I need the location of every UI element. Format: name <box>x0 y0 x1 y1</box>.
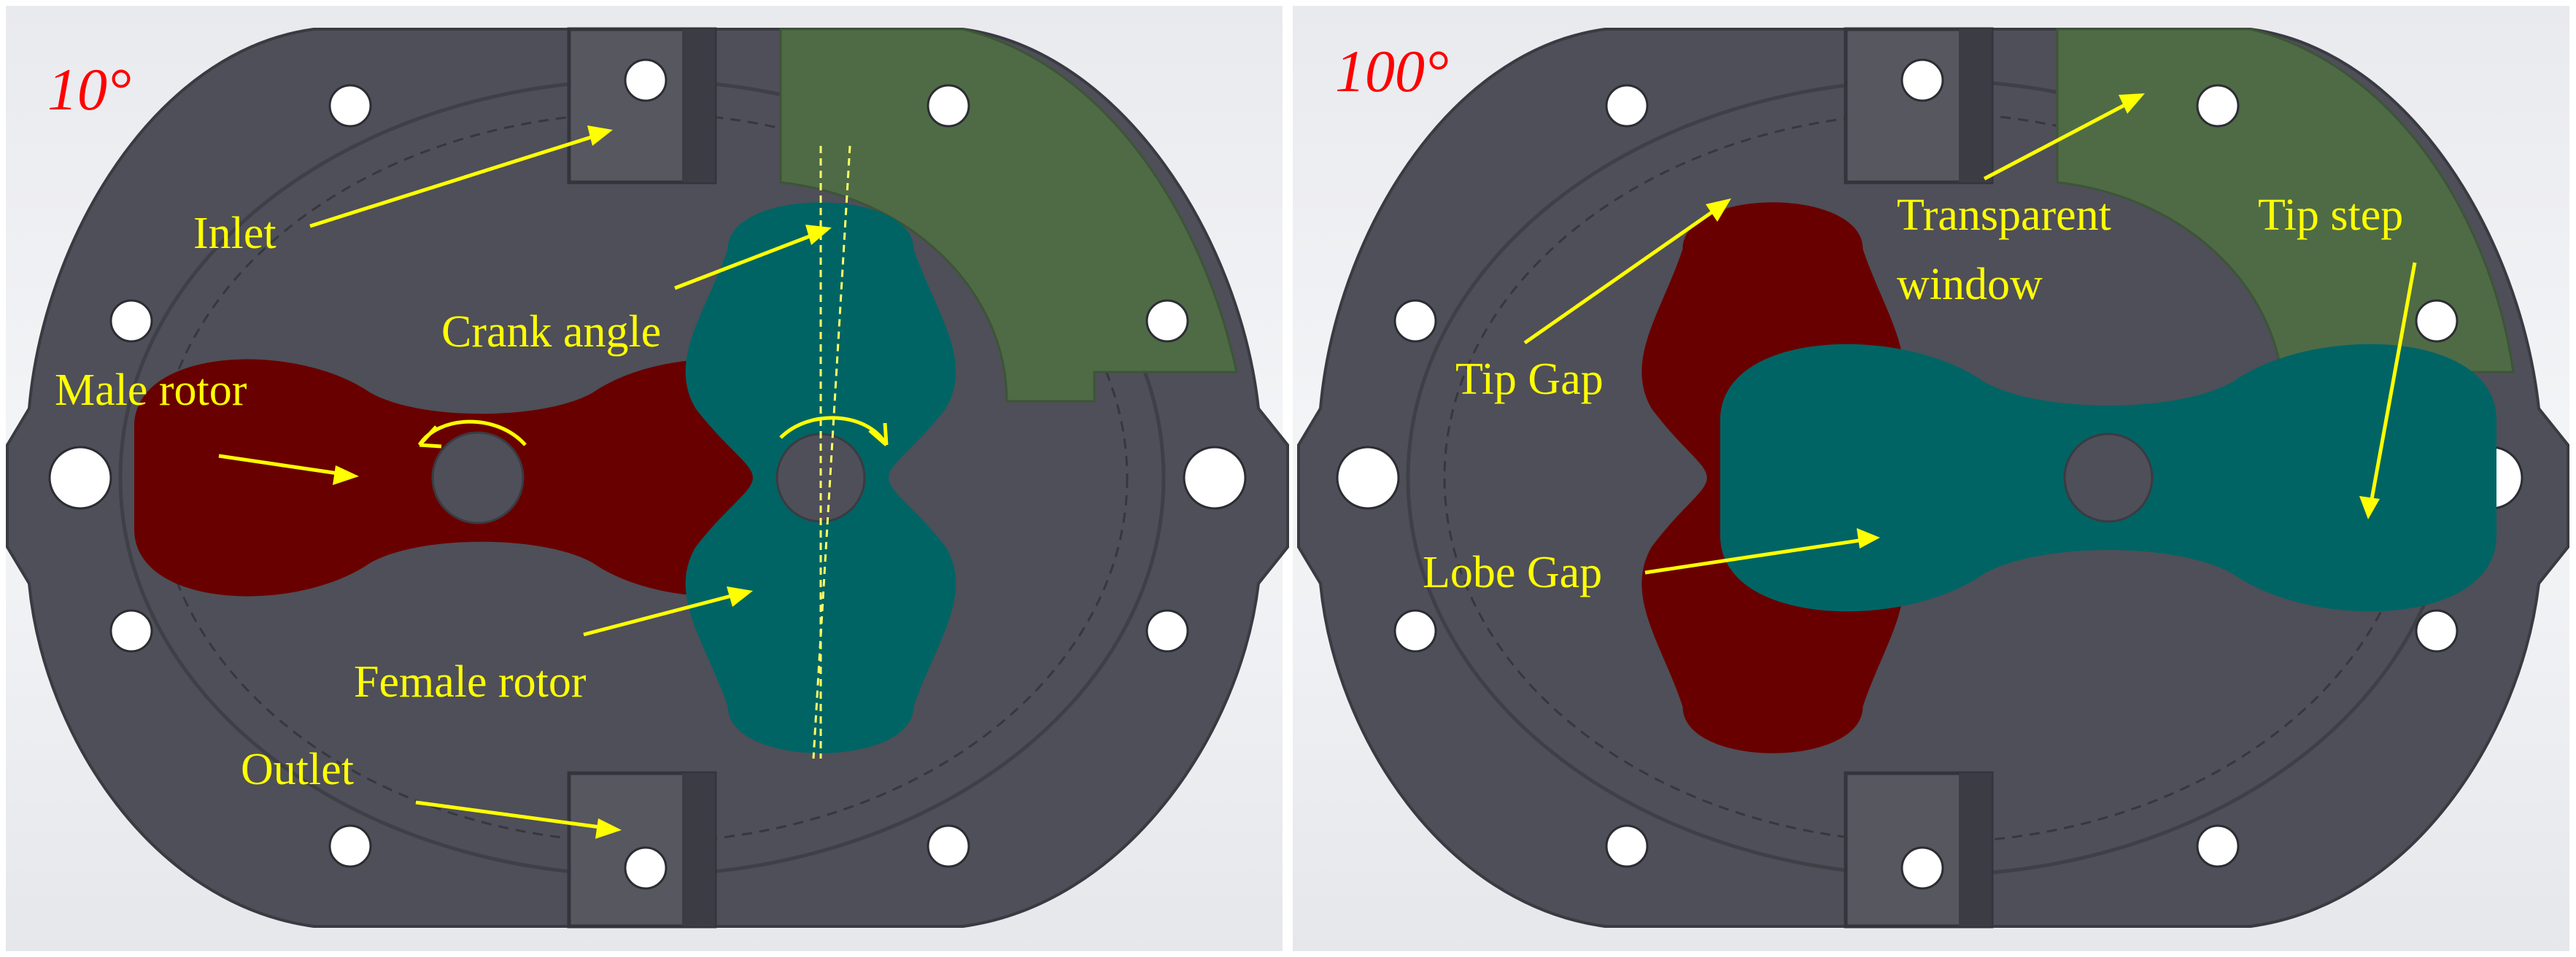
bolt-hole <box>109 299 153 343</box>
bolt-hole <box>1183 446 1247 510</box>
male-rotor-leader <box>218 454 344 476</box>
male-rotation-arrowhead <box>418 425 442 449</box>
female-rotation-arrowhead <box>868 422 889 446</box>
bolt-hole <box>1393 299 1437 343</box>
outlet-arrowhead <box>595 818 622 839</box>
bolt-hole <box>624 846 668 890</box>
female-rotor-bore <box>2063 433 2154 523</box>
bolt-hole <box>2196 84 2240 128</box>
angle-label-right: 100° <box>1335 38 1449 104</box>
male-rotor-arrowhead <box>333 465 359 485</box>
tip-step-label: Tip step <box>2258 190 2403 240</box>
bolt-hole <box>1605 84 1649 128</box>
tip-gap-leader <box>1523 206 1720 345</box>
tip-step-leader <box>2369 262 2417 504</box>
angle-label-left: 10° <box>47 56 131 123</box>
lobe-gap-arrowhead <box>1857 528 1880 549</box>
crank-angle-rotated-line <box>812 145 851 759</box>
female-rotor-arrowhead <box>727 586 753 607</box>
tip-step-arrowhead <box>2359 496 2380 519</box>
inlet-port <box>1844 27 1994 185</box>
transparent-window-label-line1: Transparent <box>1897 190 2111 240</box>
bolt-hole <box>927 84 970 128</box>
bolt-hole <box>1605 824 1649 868</box>
bolt-hole <box>1900 846 1944 890</box>
tip-gap-label: Tip Gap <box>1455 354 1604 404</box>
transparent-window <box>2056 28 2515 403</box>
bolt-hole <box>2196 824 2240 868</box>
female-rotor-label: Female rotor <box>354 657 587 707</box>
transparent-window-leader <box>1983 100 2132 181</box>
bolt-hole <box>624 58 668 102</box>
panel-right: 100° Transparent window Tip step Tip Gap… <box>1293 6 2569 951</box>
male-rotor-bore <box>431 431 525 524</box>
bolt-hole <box>927 824 970 868</box>
inlet-leader <box>309 133 599 228</box>
bolt-hole <box>328 824 372 868</box>
inlet-port <box>567 27 717 185</box>
bolt-hole <box>1145 609 1189 653</box>
bolt-hole <box>328 84 372 128</box>
male-rotor-label: Male rotor <box>55 365 247 415</box>
transparent-window-arrowhead <box>2119 93 2145 114</box>
inlet-label: Inlet <box>193 209 276 258</box>
outlet-leader <box>415 800 606 830</box>
bolt-hole <box>1336 446 1400 510</box>
outlet-label: Outlet <box>241 745 354 794</box>
bolt-hole <box>2415 609 2459 653</box>
lobe-gap-leader <box>1644 538 1865 575</box>
lobe-gap-label: Lobe Gap <box>1423 548 1602 597</box>
tip-gap-arrowhead <box>1706 198 1731 222</box>
crank-angle-leader <box>674 231 818 290</box>
bolt-hole <box>1900 58 1944 102</box>
female-rotation-arrow <box>779 416 889 446</box>
bolt-hole <box>1393 609 1437 653</box>
crank-angle-arrowhead <box>805 225 832 245</box>
inlet-arrowhead <box>587 125 613 146</box>
female-rotor-leader <box>583 592 738 637</box>
bolt-hole <box>48 446 112 510</box>
bolt-hole <box>2415 299 2459 343</box>
panel-left: 10° Inlet Crank angle Male rotor Female … <box>6 6 1289 951</box>
bolt-hole <box>1145 299 1189 343</box>
transparent-window-label-line2: window <box>1897 260 2043 309</box>
bolt-holes <box>48 58 1247 890</box>
crank-angle-label: Crank angle <box>441 307 661 357</box>
bolt-hole <box>109 609 153 653</box>
